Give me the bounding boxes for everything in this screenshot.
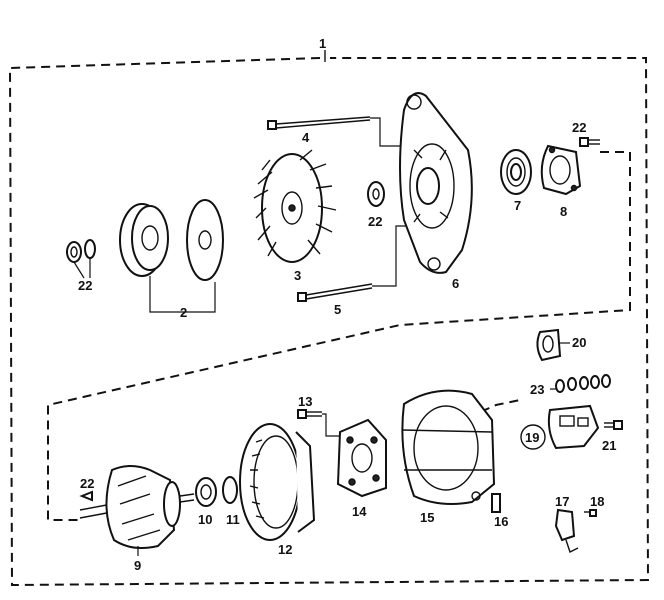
ring-11 (222, 476, 238, 504)
callout-14: 14 (352, 504, 367, 519)
drive-end-housing-6 (399, 92, 473, 274)
fan-3 (253, 149, 337, 263)
hardware-set-23 (550, 374, 611, 393)
pulley-2 (119, 199, 224, 313)
callout-22-screw: 22 (572, 120, 586, 135)
callout-12: 12 (278, 542, 292, 557)
callout-11: 11 (226, 512, 240, 527)
callout-7: 7 (514, 198, 521, 213)
cap-20 (536, 328, 570, 362)
upper-to-lower-link (47, 151, 631, 521)
bolt-5 (297, 225, 410, 302)
callout-21: 21 (602, 438, 616, 453)
pin-16 (491, 493, 501, 513)
callout-13: 13 (298, 394, 312, 409)
screw-18 (584, 509, 597, 517)
assembly-boundary (8, 50, 650, 587)
callout-17: 17 (555, 494, 569, 509)
clip-22 (79, 490, 93, 502)
callout-6: 6 (452, 276, 459, 291)
screw-22 (579, 137, 600, 147)
retainer-plate-8 (540, 144, 582, 196)
callout-10: 10 (198, 512, 212, 527)
bearing-10 (195, 477, 217, 507)
callout-15: 15 (420, 510, 434, 525)
rectifier-14 (336, 418, 387, 498)
callout-22-clip: 22 (80, 476, 94, 491)
bolt-4 (267, 116, 400, 147)
screw-13 (297, 409, 340, 437)
callout-5: 5 (334, 302, 341, 317)
callout-16: 16 (494, 514, 508, 529)
callout-20: 20 (572, 335, 586, 350)
callout-4: 4 (302, 130, 310, 145)
callout-19: 19 (525, 430, 539, 445)
rear-housing-15 (401, 389, 496, 505)
callout-22-washers: 22 (78, 278, 92, 293)
callout-23: 23 (530, 382, 544, 397)
callout-9: 9 (134, 558, 141, 573)
callout-2: 2 (180, 305, 187, 320)
callout-18: 18 (590, 494, 604, 509)
rotor-9 (79, 465, 195, 549)
terminal-17 (554, 508, 579, 553)
callout-labels: 1 2 3 4 5 6 7 8 9 10 11 12 13 14 15 16 1… (78, 36, 616, 573)
spacer-22 (367, 181, 385, 207)
callout-22-spacer: 22 (368, 214, 382, 229)
callout-1: 1 (319, 36, 326, 51)
washer-pair-22 (66, 239, 96, 279)
screw-21 (604, 420, 623, 430)
bearing-7 (500, 149, 532, 195)
regulator-19 (520, 404, 600, 450)
stator-12 (239, 423, 316, 541)
callout-8: 8 (560, 204, 567, 219)
callout-3: 3 (294, 268, 301, 283)
